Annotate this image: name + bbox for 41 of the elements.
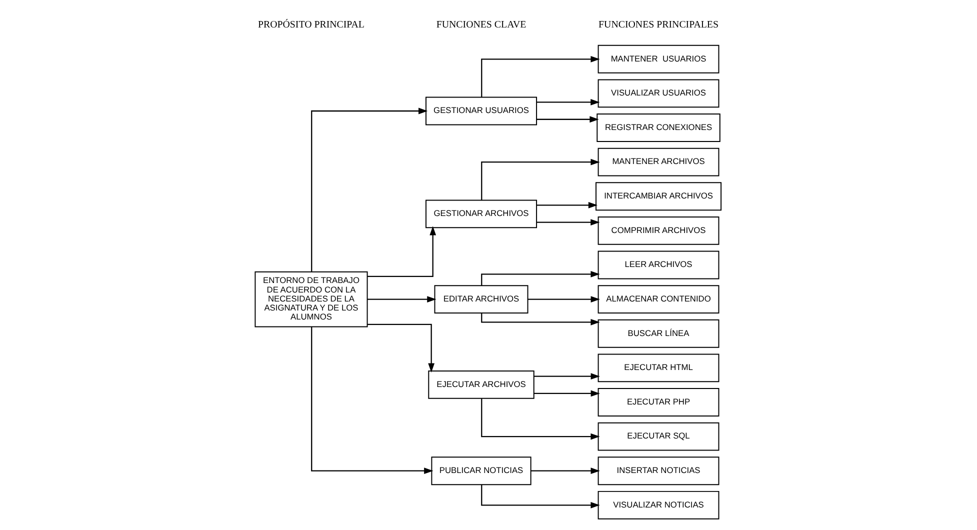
node-box: MANTENER USUARIOS bbox=[598, 44, 720, 74]
arrow bbox=[534, 373, 600, 380]
arrow bbox=[536, 116, 599, 123]
arrow bbox=[367, 226, 436, 277]
arrow bbox=[481, 56, 600, 98]
label: PROPÓSITO PRINCIPAL bbox=[258, 19, 364, 30]
arrow bbox=[481, 158, 600, 200]
arrow bbox=[367, 296, 436, 303]
node-box: GESTIONAR ARCHIVOS bbox=[425, 200, 538, 228]
arrow bbox=[481, 484, 600, 508]
node-box: ALMACENAR CONTENIDO bbox=[598, 285, 720, 314]
arrow bbox=[311, 108, 428, 272]
node-box: COMPRIMIR ARCHIVOS bbox=[598, 216, 720, 245]
arrow bbox=[536, 99, 600, 106]
node-box: VISUALIZAR NOTICIAS bbox=[598, 490, 720, 520]
arrow bbox=[528, 296, 600, 303]
arrow bbox=[534, 390, 600, 397]
node-box: INTERCAMBIAR ARCHIVOS bbox=[596, 182, 722, 211]
arrow bbox=[481, 398, 600, 440]
node-box: PUBLICAR NOTICIAS bbox=[431, 456, 532, 486]
arrow bbox=[536, 219, 600, 226]
node-box: EJECUTAR HTML bbox=[598, 354, 720, 382]
node-box: EDITAR ARCHIVOS bbox=[434, 285, 528, 314]
node-box: BUSCAR LÍNEA bbox=[598, 319, 720, 348]
node-box: REGISTRAR CONEXIONES bbox=[596, 114, 720, 142]
node-box: VISUALIZAR USUARIOS bbox=[598, 79, 720, 108]
node-box: INSERTAR NOTICIAS bbox=[598, 456, 720, 486]
node-box: EJECUTAR PHP bbox=[598, 388, 720, 416]
node-box: MANTENER ARCHIVOS bbox=[598, 148, 720, 176]
node-box: GESTIONAR USUARIOS bbox=[425, 96, 538, 126]
arrow bbox=[311, 326, 434, 474]
arrow bbox=[481, 313, 600, 326]
node-box: EJECUTAR ARCHIVOS bbox=[428, 370, 534, 399]
label: FUNCIONES PRINCIPALES bbox=[598, 19, 718, 30]
arrow bbox=[367, 324, 435, 372]
node-box: EJECUTAR SQL bbox=[598, 422, 720, 451]
node-box: ENTORNO DE TRABAJO DE ACUERDO CON LA NECESIDADES DE LA ASIGNATURA Y DE LOS ALUMNOS bbox=[254, 271, 368, 328]
arrow bbox=[530, 468, 600, 474]
node-box: LEER ARCHIVOS bbox=[598, 250, 720, 280]
arrow bbox=[536, 202, 598, 208]
label: FUNCIONES CLAVE bbox=[436, 19, 526, 30]
